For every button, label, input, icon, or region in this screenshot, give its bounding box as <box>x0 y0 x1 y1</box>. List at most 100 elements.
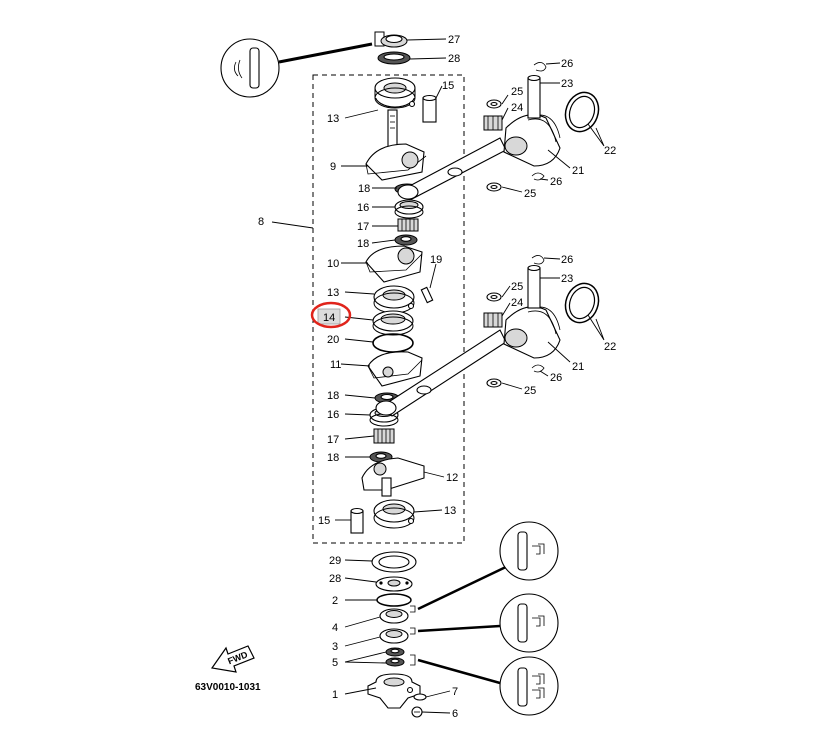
callout-26-upper-a: 26 <box>561 58 573 70</box>
oil-seal-27 <box>374 31 408 48</box>
callout-15-bottom: 15 <box>318 515 330 527</box>
callout-7: 7 <box>452 686 458 698</box>
o-ring-2 <box>376 593 412 607</box>
callout-28-top: 28 <box>448 53 460 65</box>
callout-8: 8 <box>258 216 264 228</box>
highlight-callout-14 <box>310 301 352 329</box>
washer-18-b <box>394 234 418 246</box>
callout-26-lower-b: 26 <box>550 372 562 384</box>
callout-26-upper-b: 26 <box>550 176 562 188</box>
callout-20: 20 <box>327 334 339 346</box>
callout-24-upper: 24 <box>511 102 523 114</box>
labyrinth-seal-14 <box>372 310 414 336</box>
callout-13-middle: 13 <box>327 287 339 299</box>
callout-27: 27 <box>448 34 460 46</box>
dowel-pin-15-upper <box>422 94 437 123</box>
callout-14: 14 <box>323 312 335 324</box>
connecting-rod-upper <box>397 137 507 201</box>
bracket-lines <box>410 563 511 685</box>
callout-16-b: 16 <box>327 409 339 421</box>
o-ring-20 <box>372 333 414 353</box>
washer-7 <box>413 693 427 701</box>
detail-circle-lower-2 <box>499 593 559 653</box>
seal-3 <box>379 628 409 644</box>
piston-rings-22-lower <box>564 282 600 324</box>
piston-pin-23-upper <box>527 74 541 119</box>
bolt-6 <box>411 706 423 718</box>
bearing-race-16-a <box>394 199 424 219</box>
callout-15-top: 15 <box>442 80 454 92</box>
callout-12: 12 <box>446 472 458 484</box>
callout-18-d: 18 <box>327 452 339 464</box>
callout-23-lower: 23 <box>561 273 573 285</box>
callout-29: 29 <box>329 555 341 567</box>
callout-22-lower: 22 <box>604 341 616 353</box>
callout-23-upper: 23 <box>561 78 573 90</box>
bearing-13-upper <box>374 77 416 109</box>
callout-13-top: 13 <box>327 113 339 125</box>
bearing-13-middle <box>373 285 415 314</box>
piston-rings-22-upper <box>564 91 600 133</box>
callout-5: 5 <box>332 657 338 669</box>
crank-12 <box>361 457 425 497</box>
fwd-arrow-icon: FWD <box>210 645 255 673</box>
callout-11: 11 <box>330 359 341 371</box>
o-ring-5-b <box>385 657 405 667</box>
callout-19: 19 <box>430 254 442 266</box>
callout-numbers: 27 28 15 13 9 18 8 16 17 18 10 19 13 14 … <box>258 34 616 720</box>
callout-10: 10 <box>327 258 339 270</box>
plate-28-bottom <box>375 576 413 592</box>
washer-25-lower-b <box>486 378 502 388</box>
callout-22-upper: 22 <box>604 145 616 157</box>
callout-18-a: 18 <box>358 183 370 195</box>
callout-18-b: 18 <box>357 238 369 250</box>
callout-24-lower: 24 <box>511 297 523 309</box>
callout-13-bottom: 13 <box>444 505 456 517</box>
callout-6: 6 <box>452 708 458 720</box>
callout-25-lower-a: 25 <box>511 281 523 293</box>
diagram-code: 63V0010-1031 <box>195 682 261 693</box>
callout-25-upper-b: 25 <box>524 188 536 200</box>
o-ring-5-a <box>385 647 405 657</box>
callout-16-a: 16 <box>357 202 369 214</box>
clip-26-lower-b <box>531 364 545 373</box>
crank-11 <box>367 351 423 387</box>
seal-4 <box>379 608 409 624</box>
callout-17-a: 17 <box>357 221 369 233</box>
crank-10 <box>365 245 423 283</box>
gasket-29 <box>371 551 417 573</box>
roller-bearing-17-b <box>373 428 395 444</box>
needle-bearing-24-upper <box>483 115 503 131</box>
callout-17-b: 17 <box>327 434 339 446</box>
piston-lower <box>503 306 561 359</box>
pin-19 <box>420 286 434 304</box>
piston-upper <box>503 114 561 167</box>
callout-2: 2 <box>332 595 338 607</box>
callout-21-lower: 21 <box>572 361 584 373</box>
callout-4: 4 <box>332 622 338 634</box>
o-ring-28-top <box>377 51 411 65</box>
callout-21-upper: 21 <box>572 165 584 177</box>
clip-26-upper-b <box>531 172 545 181</box>
roller-bearing-17-a <box>397 218 419 232</box>
callout-26-lower-a: 26 <box>561 254 573 266</box>
crank-9 <box>365 109 427 181</box>
washer-25-upper-a <box>486 99 502 109</box>
needle-bearing-24-lower <box>483 312 503 328</box>
callout-1: 1 <box>332 689 338 701</box>
callout-25-upper-a: 25 <box>511 86 523 98</box>
housing-1 <box>367 673 421 709</box>
detail-circle-top <box>220 38 373 98</box>
washer-25-lower-a <box>486 292 502 302</box>
callout-3: 3 <box>332 641 338 653</box>
bearing-13-lower <box>373 499 415 529</box>
callout-28-bottom: 28 <box>329 573 341 585</box>
detail-circle-lower-1 <box>499 521 559 581</box>
clip-26-lower-a <box>531 255 545 265</box>
detail-circle-lower-3 <box>499 656 559 716</box>
dowel-pin-15-lower <box>350 507 364 534</box>
callout-18-c: 18 <box>327 390 339 402</box>
callout-25-lower-b: 25 <box>524 385 536 397</box>
connecting-rod-lower <box>375 329 507 417</box>
